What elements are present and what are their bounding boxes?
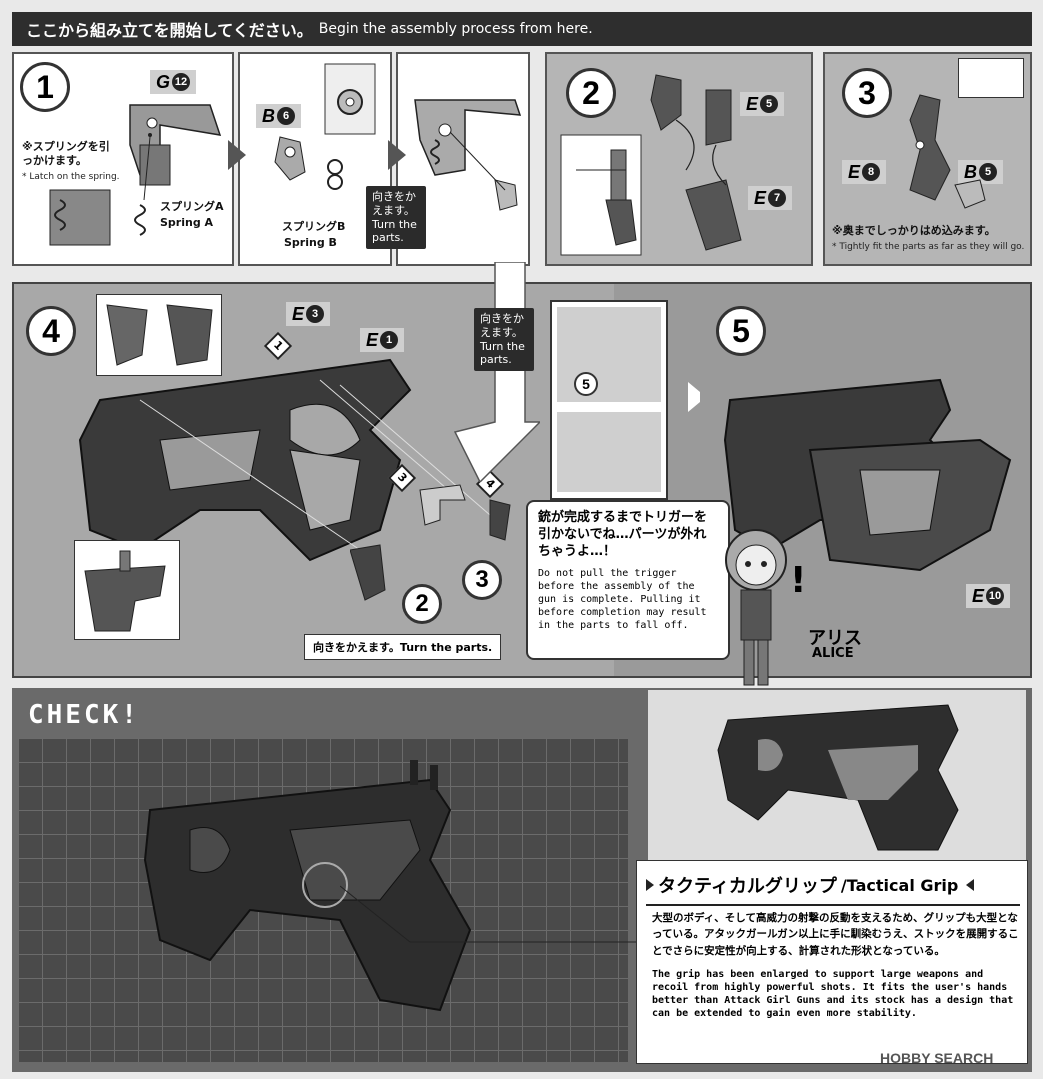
part-number: 12 [172,73,191,91]
part-number: 5 [979,163,997,181]
step4-parts-small [350,484,511,601]
arrow-down-icon [453,262,540,482]
check-frame-illustration [143,760,472,1012]
alice-character [725,529,787,686]
info-title-row: タクティカルグリップ /Tactical Grip [646,872,975,898]
step3-note-jp: ※奥までしっかりはめ込みます。 [832,224,996,237]
exclaim-mark: ! [790,560,807,601]
detail-bottom [557,412,661,492]
step4-sub-2: 2 [402,584,442,624]
arrow-right-icon [228,140,246,170]
spring-b-jp: スプリングB [282,220,346,233]
info-photo [648,690,1026,860]
info-box [636,860,1028,1064]
step1-illustration-a [49,104,222,246]
part-letter: E [292,303,305,324]
arrow-right-icon [388,140,406,170]
step3-illustration [909,94,986,209]
part-letter: B [262,105,275,126]
part-letter: E [746,93,759,114]
info-body-jp: 大型のボディ、そして高威力の射撃の反動を支えるため、グリップも大型となっている。… [652,912,1019,957]
step1-note-jp: ※スプリングを引っかけます。 [22,140,110,168]
turn-jp: 向きをかえます。 [372,190,416,217]
step3-number: 3 [842,68,892,118]
step3-detail-inset [958,58,1024,98]
detail-illustration [106,304,213,366]
arrow-right-icon [688,382,706,412]
step3-note-en: * Tightly fit the parts as far as they w… [832,242,1025,252]
grip-photo [717,704,959,851]
speech-en: Do not pull the trigger before the assem… [538,567,707,631]
part-letter: B [964,161,977,182]
detail-illustration [84,550,166,632]
part-number: 1 [380,331,399,349]
spring-a-jp: スプリングA [160,200,224,213]
step4-number: 4 [26,306,76,356]
highlight-circle [302,862,348,908]
part-number: 3 [306,305,325,323]
watermark: HOBBY SEARCH [880,1050,994,1066]
triangle-left-icon [966,879,975,891]
header-bar: ここから組み立てを開始してください。 Begin the assembly pr… [12,12,1032,46]
step5-part-e10: E 10 [966,584,1011,608]
header-title-en: Begin the assembly process from here. [318,21,593,37]
part-letter: E [972,585,985,606]
step1-illustration-c [414,99,522,211]
turn-en: Turn the parts. [480,339,525,367]
step4-inset-bottom [74,540,180,640]
trigger-detail-inset: 5 [550,300,668,500]
speech-jp: 銃が完成するまでトリガーを引かないでね…パーツが外れちゃうよ…！ [538,510,708,559]
check-title: CHECK! [28,700,140,730]
step2-illustration [560,74,742,256]
spring-b-illustration [274,63,376,190]
step5-frame-illustration [723,378,1012,572]
info-title-en: /Tactical Grip [840,875,959,895]
part-letter: E [754,187,767,208]
turn-parts-callout-1: 向きをかえます。 Turn the parts. [366,186,426,249]
part-number: 8 [862,163,881,181]
part-number: 6 [277,107,295,125]
step2-part-e5: E 5 [740,92,785,116]
step2-part-e7: E 7 [748,186,793,210]
step1-part-b6: B 6 [256,104,301,128]
turn-jp: 向きをかえます。 [480,312,524,339]
part-letter: E [366,329,379,350]
step4-frame-illustration [78,358,490,562]
detail-top [557,307,661,402]
turn-parts-callout-2: 向きをかえます。 Turn the parts. [474,308,534,371]
turn-en: Turn the parts. [372,217,417,245]
char-name-en: ALICE [812,646,854,661]
step5-number: 5 [716,306,766,356]
part-letter: E [848,161,861,182]
info-body-en: The grip has been enlarged to support la… [652,969,1014,1019]
turn-parts-bottom: 向きをかえます。Turn the parts. [304,634,502,660]
step3-part-e8: E 8 [842,160,887,184]
detail-5-number: 5 [574,372,598,396]
step1-number: 1 [20,62,70,112]
header-title-jp: ここから組み立てを開始してください。 [26,21,313,40]
spring-b-en: Spring B [284,236,337,249]
step4-part-e1: E 1 [360,328,405,352]
info-divider [646,904,1020,906]
part-number: 10 [986,587,1005,605]
part-number: 7 [768,189,787,207]
part-letter: G [156,71,171,92]
spring-a-en: Spring A [160,216,214,229]
step4-part-e3: E 3 [286,302,331,326]
char-name-jp: アリス [808,628,862,649]
step4-detail-inset [96,294,222,376]
step2-number: 2 [566,68,616,118]
pointer-line [340,885,660,943]
triangle-right-icon [646,879,654,891]
step4-sub-3: 3 [462,560,502,600]
info-title-jp: タクティカルグリップ [658,876,837,897]
step1-note-en: * Latch on the spring. [22,172,120,182]
speech-bubble: 銃が完成するまでトリガーを引かないでね…パーツが外れちゃうよ…！ Do not … [526,500,730,660]
step1-part-g12: G 12 [150,70,197,94]
part-number: 5 [760,95,779,113]
